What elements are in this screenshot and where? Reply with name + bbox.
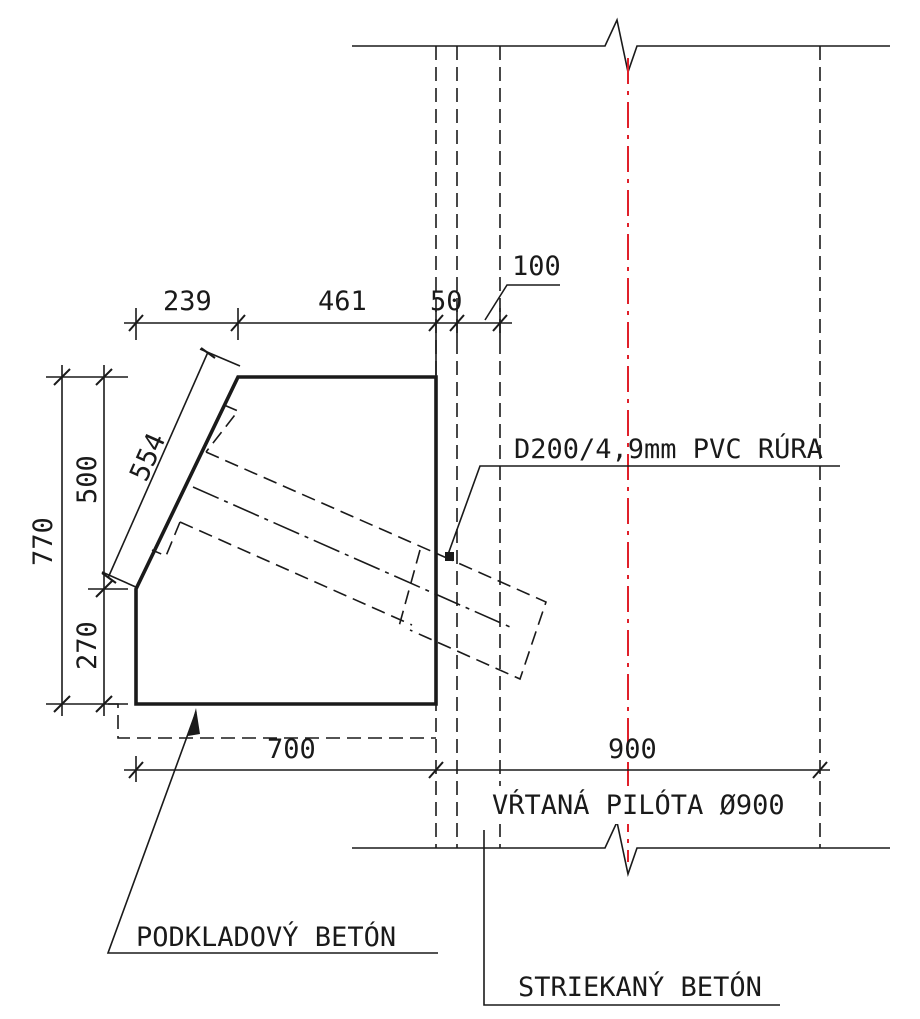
dimension-tick (128, 314, 144, 332)
pile-top-break-line (352, 17, 890, 75)
dimension-tick (812, 761, 828, 779)
left-dimension-chain: 770 500 270 (28, 365, 128, 716)
dimension-tick (95, 695, 113, 713)
ext-line (101, 571, 139, 589)
pipe-upper-cap (205, 404, 240, 453)
pipe-protruding-end (409, 554, 547, 681)
shotcrete-label: STRIEKANÝ BETÓN (518, 971, 762, 1003)
dimension-tick (95, 580, 113, 598)
pile-outline (352, 17, 890, 877)
dimension-tick (449, 314, 465, 332)
dim-100-leader (484, 284, 560, 321)
dimension-tick (128, 761, 144, 779)
arrowhead-icon (188, 708, 200, 736)
pile-callout: VŔTANÁ PILÓTA Ø900 (478, 786, 816, 824)
dim-461-label: 461 (318, 286, 367, 317)
dim-900-label: 900 (608, 734, 657, 765)
shotcrete-leader-line (483, 830, 780, 1006)
dim-239-label: 239 (163, 286, 212, 317)
dim-270-label: 270 (72, 621, 103, 670)
shotcrete-callout: STRIEKANÝ BETÓN (483, 830, 780, 1006)
pipe-marker (445, 552, 454, 561)
pipe-upper-wall (205, 451, 441, 556)
dimension-tick (428, 314, 444, 332)
pipe-lower-cap (151, 521, 181, 558)
dim-500-label: 500 (72, 455, 103, 504)
dimension-tick (53, 695, 71, 713)
lean-concrete-outline (108, 703, 436, 739)
slope-dimension: 554 (101, 347, 241, 589)
pile-label: VŔTANÁ PILÓTA Ø900 (492, 789, 785, 821)
lean-concrete-leader-line (106, 711, 438, 954)
dimension-tick (53, 368, 71, 386)
dim-554-line (107, 351, 209, 579)
dimension-tick (200, 347, 216, 359)
pipe-label: D200/4,9mm PVC RÚRA (514, 433, 823, 465)
concrete-block-outline (134, 375, 438, 706)
dimension-tick (101, 572, 117, 584)
pipe-callout: D200/4,9mm PVC RÚRA (445, 433, 840, 561)
dimension-tick (428, 761, 444, 779)
top-dimension-chain: 239 461 50 100 (124, 251, 561, 377)
dim-50-label: 50 (430, 286, 463, 317)
dim-700-label: 700 (267, 734, 316, 765)
dimension-tick (95, 368, 113, 386)
dim-770-label: 770 (28, 517, 59, 566)
pvc-pipe (151, 404, 547, 681)
pipe-centerline (192, 486, 511, 628)
pile-bottom-break-line (352, 819, 890, 877)
pipe-lower-wall (179, 521, 413, 626)
dimension-tick (230, 314, 246, 332)
pipe-socket-line (397, 549, 421, 631)
lean-concrete-label: PODKLADOVÝ BETÓN (136, 921, 396, 953)
bottom-dimension-chain: 700 900 (124, 734, 830, 782)
lean-concrete-callout: PODKLADOVÝ BETÓN (106, 708, 438, 954)
dim-554-label: 554 (124, 429, 172, 486)
dim-100-label: 100 (512, 251, 561, 282)
dimension-tick (492, 314, 508, 332)
pipe-leader-line (445, 465, 840, 561)
pile-label-background (478, 786, 816, 824)
